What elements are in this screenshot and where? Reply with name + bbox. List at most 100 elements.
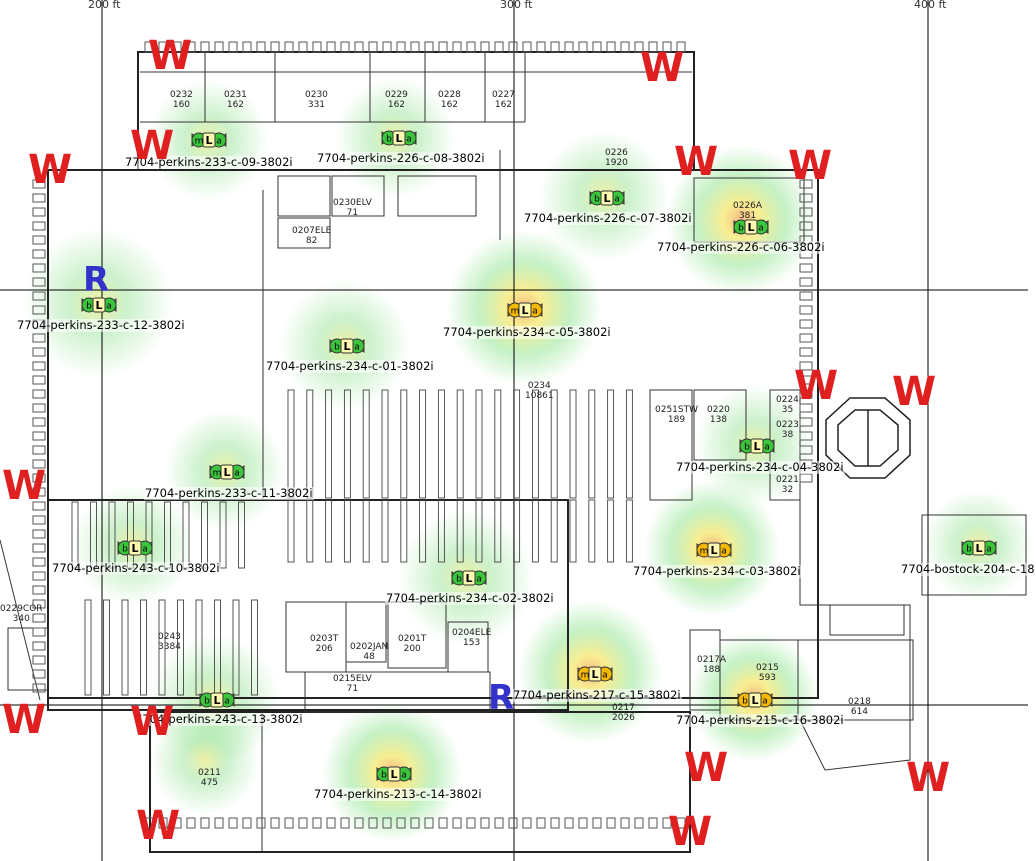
svg-text:b: b [381, 771, 387, 781]
svg-text:a: a [602, 671, 608, 681]
svg-text:b: b [122, 545, 128, 555]
room-number: 0229COR [0, 604, 43, 614]
room-area: 82 [305, 236, 318, 246]
room-area: 2026 [612, 713, 635, 723]
svg-text:a: a [406, 135, 412, 145]
room-number: 0204ELE [452, 628, 492, 638]
room-number: 0202JAN [350, 642, 389, 652]
room-number: 0224 [776, 395, 799, 405]
svg-text:b: b [334, 343, 340, 353]
w-marker: W [674, 139, 719, 185]
access-point-label[interactable]: 7704-perkins-234-c-01-3802i [265, 359, 435, 373]
svg-text:L: L [465, 572, 472, 585]
access-point-label[interactable]: 7704-perkins-213-c-14-3802i [313, 787, 483, 801]
svg-text:L: L [710, 544, 717, 557]
room-area: 206 [315, 644, 333, 654]
access-point-label[interactable]: 7704-perkins-226-c-08-3802i [316, 151, 486, 165]
access-point-label[interactable]: 7704-perkins-243-c-13-3802i [134, 712, 304, 726]
access-point-label[interactable]: 7704-perkins-233-c-12-3802i [16, 318, 186, 332]
access-point-label[interactable]: 7704-perkins-234-c-02-3802i [385, 591, 555, 605]
room-number: 0215ELV [333, 674, 372, 684]
room-area: 475 [200, 778, 219, 788]
room-area: 189 [667, 415, 686, 425]
svg-text:m: m [700, 547, 709, 557]
room-area: 153 [463, 638, 481, 648]
svg-text:a: a [764, 443, 770, 453]
svg-text:L: L [521, 304, 528, 317]
w-marker: W [148, 33, 193, 79]
access-point-label[interactable]: 7704-perkins-233-c-11-3802i [144, 486, 314, 500]
access-point-label[interactable]: 7704-bostock-204-c-18 [900, 562, 1036, 576]
w-marker: W [640, 45, 685, 91]
access-point-label[interactable]: 7704-perkins-226-c-06-3802i [656, 240, 826, 254]
svg-text:b: b [386, 135, 392, 145]
access-point-label[interactable]: 7704-perkins-233-c-09-3802i [124, 155, 294, 169]
room-number: 0220 [707, 405, 730, 415]
svg-text:a: a [762, 697, 768, 707]
room-area: 331 [307, 100, 326, 110]
access-point-label[interactable]: 7704-perkins-234-c-05-3802i [442, 325, 612, 339]
svg-text:b: b [456, 575, 462, 585]
access-point-label[interactable]: 7704-perkins-226-c-07-3802i [523, 211, 693, 225]
svg-text:L: L [603, 192, 610, 205]
svg-text:L: L [395, 132, 402, 145]
room-number: 0230ELV [333, 198, 372, 208]
room-number: 0203T [310, 634, 339, 644]
svg-text:L: L [751, 694, 758, 707]
room-area: 614 [850, 707, 869, 717]
access-point-label[interactable]: 7704-perkins-234-c-03-3802i [632, 564, 802, 578]
room-area: 162 [226, 100, 245, 110]
w-marker: W [130, 123, 175, 169]
room-area: 162 [387, 100, 406, 110]
svg-text:b: b [86, 302, 92, 312]
access-point-label[interactable]: 7704-perkins-215-c-16-3802i [675, 713, 845, 727]
svg-text:a: a [986, 545, 992, 555]
svg-text:L: L [131, 542, 138, 555]
grid-label-400ft: 400 ft [914, 0, 947, 11]
svg-text:a: a [224, 697, 230, 707]
w-marker: W [130, 699, 175, 745]
svg-text:L: L [343, 340, 350, 353]
svg-text:a: a [234, 469, 240, 479]
access-point-label[interactable]: 7704-perkins-234-c-04-3802i [675, 460, 845, 474]
w-marker: W [906, 755, 951, 801]
room-number: 0234 [527, 381, 551, 391]
access-point-label[interactable]: 7704-perkins-243-c-10-3802i [51, 561, 221, 575]
access-point-label[interactable]: 7704-perkins-217-c-15-3802i [512, 688, 682, 702]
room-number: 0211 [198, 768, 221, 778]
svg-text:L: L [95, 299, 102, 312]
room-number: 0217A [697, 655, 727, 665]
room-area: 48 [363, 652, 375, 662]
room-area: 200 [403, 644, 421, 654]
room-area: 71 [346, 684, 359, 694]
